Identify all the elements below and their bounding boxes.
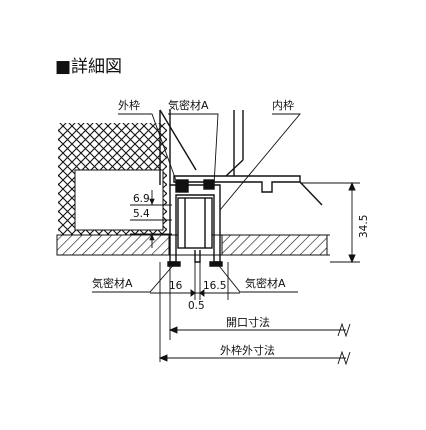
- label-outer-frame: 外枠: [118, 98, 140, 112]
- label-seal-bottom-right: 気密材A: [245, 276, 286, 290]
- dim-6-9: 6.9: [133, 193, 150, 205]
- dim-opening-line: [168, 262, 351, 340]
- dim-right: [300, 181, 360, 264]
- dim-opening-label: 開口寸法: [226, 315, 270, 329]
- wall-hatch: [56, 123, 167, 235]
- dim-bottom: [150, 262, 240, 362]
- dim-16: 16: [169, 280, 183, 292]
- outer-frame-profile: [159, 109, 223, 267]
- label-inner-frame: 内枠: [272, 98, 294, 112]
- dim-34-5: 34.5: [358, 215, 370, 238]
- dim-0-5: 0.5: [188, 300, 205, 312]
- dim-outer-label: 外枠外寸法: [220, 343, 275, 357]
- dim-left: [130, 190, 172, 248]
- label-seal-top: 気密材A: [168, 98, 209, 112]
- inner-frame-profile: [173, 110, 323, 206]
- dim-16-5: 16.5: [203, 280, 226, 292]
- page-title: ■詳細図: [55, 57, 122, 77]
- floor-hatch: [56, 234, 330, 256]
- dim-outer-line: [158, 350, 351, 366]
- dim-5-4: 5.4: [133, 208, 150, 220]
- label-seal-bottom-left: 気密材A: [92, 276, 133, 290]
- leader-lines: [92, 113, 301, 293]
